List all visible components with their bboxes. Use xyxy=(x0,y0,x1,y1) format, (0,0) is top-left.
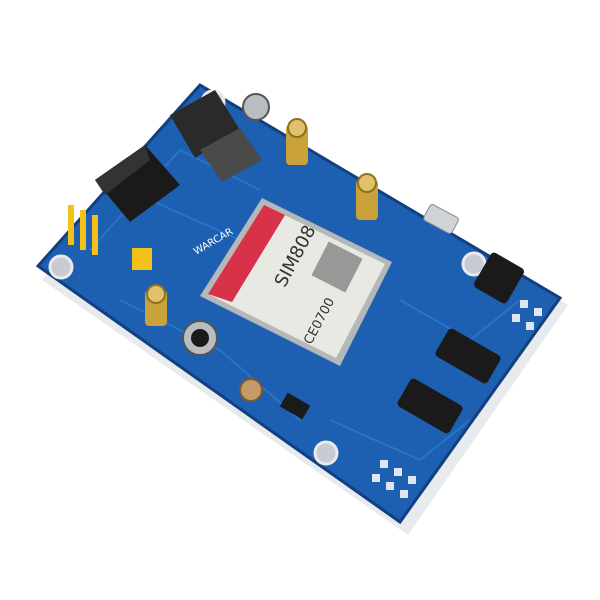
micro-usb-port xyxy=(423,204,459,234)
module-logo xyxy=(208,205,285,302)
audio-jack xyxy=(397,252,524,434)
capacitor xyxy=(242,93,270,121)
breakout-pads xyxy=(372,300,542,498)
pin-header xyxy=(68,205,152,270)
antenna-connector xyxy=(286,118,308,165)
antenna-connector xyxy=(145,284,167,326)
buzzer xyxy=(239,378,263,402)
qr-code xyxy=(311,241,363,293)
dc-jack xyxy=(95,145,180,222)
power-switch xyxy=(279,392,311,420)
antenna-connector xyxy=(356,173,378,220)
regulator-chip xyxy=(170,90,240,158)
